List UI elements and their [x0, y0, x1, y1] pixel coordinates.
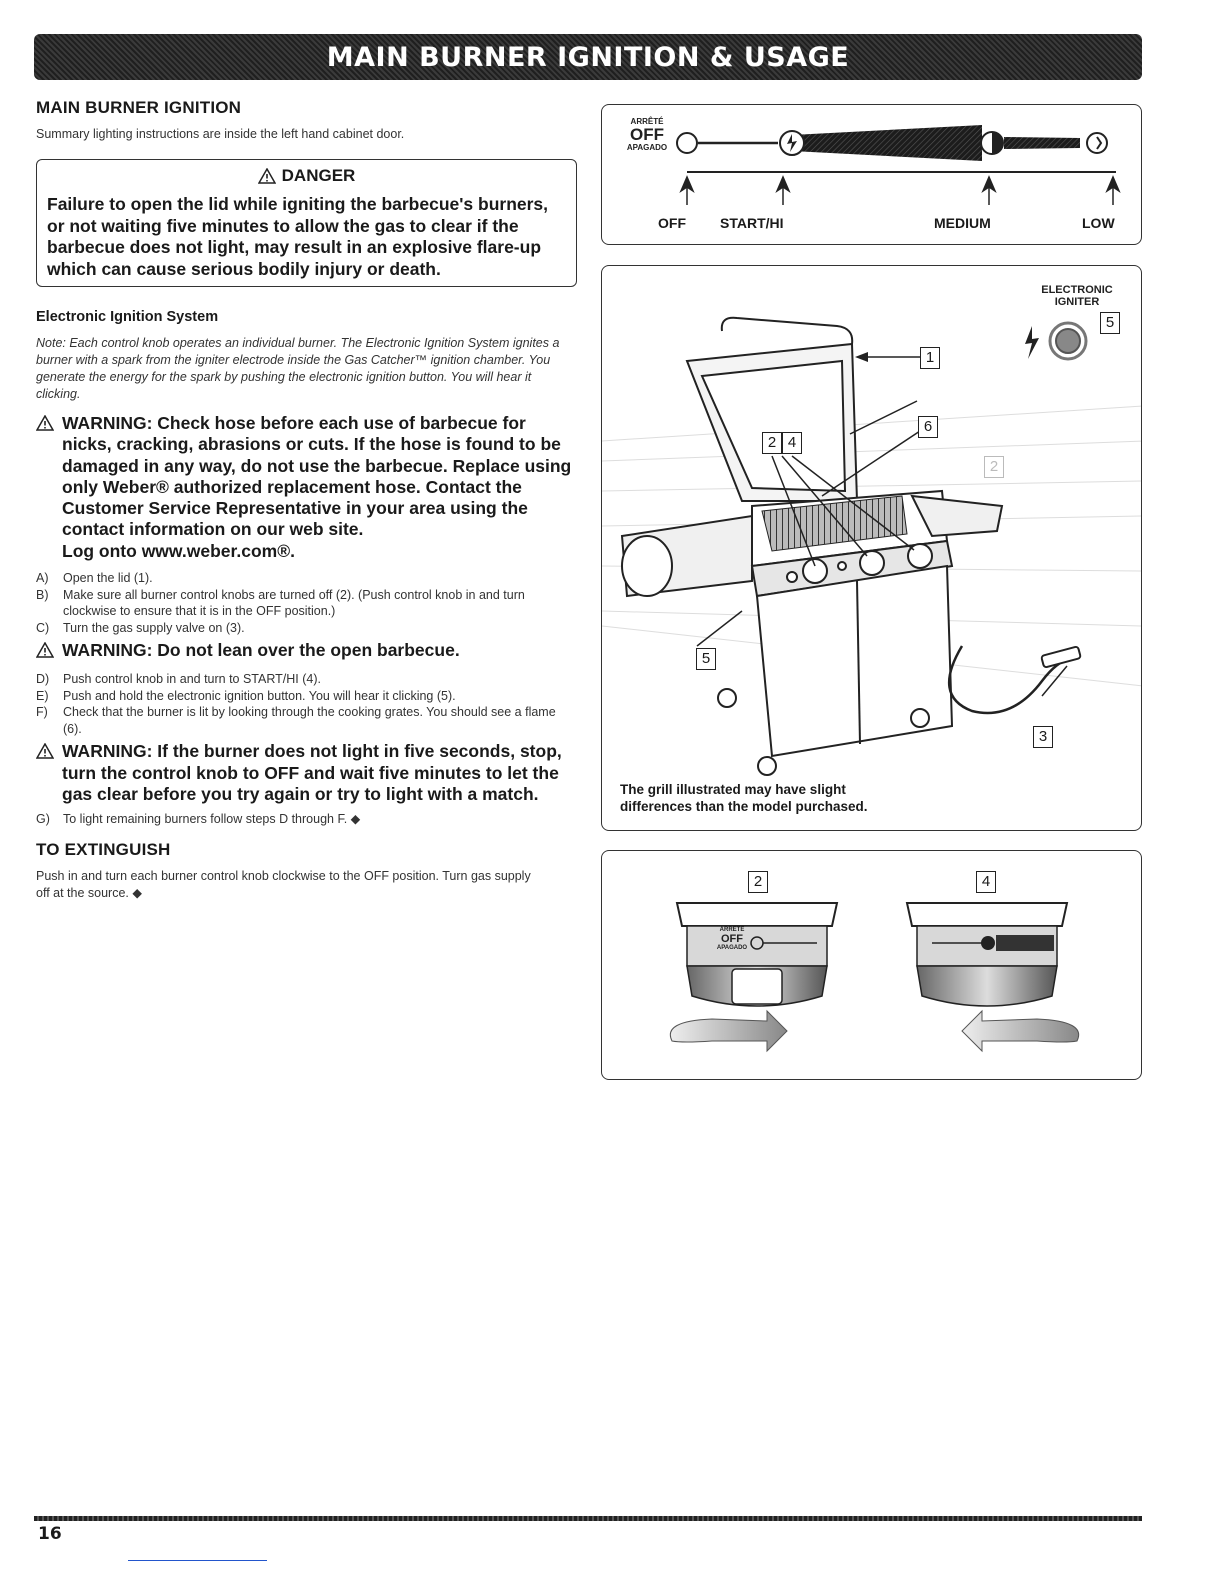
- grill-caption: The grill illustrated may have slight di…: [620, 782, 868, 814]
- knob-off-icon: [675, 902, 839, 1007]
- off-label-es: APAGADO: [626, 143, 668, 152]
- callout-knob-4: 4: [976, 871, 996, 893]
- extinguish-heading: TO EXTINGUISH: [36, 839, 171, 859]
- warning-triangle-icon: [35, 742, 55, 760]
- summary-text: Summary lighting instructions are inside…: [36, 127, 405, 141]
- callout-3: 3: [1033, 726, 1053, 748]
- igniter-label: ELECTRONIC IGNITER: [1041, 284, 1113, 308]
- callout-5-igniter: 5: [1100, 312, 1120, 334]
- dial-label-off: OFF: [658, 215, 686, 231]
- electronic-note: Note: Each control knob operates an indi…: [36, 336, 560, 401]
- no-light-warning: WARNING: If the burner does not light in…: [35, 741, 576, 805]
- callout-4: 4: [782, 432, 802, 454]
- knob-off-label: ARRÊTÉ OFF APAGADO: [716, 927, 748, 951]
- callout-1: 1: [920, 347, 940, 369]
- off-label-stack: ARRÊTÉ OFF APAGADO: [622, 117, 672, 152]
- bottom-link-underline: [128, 1560, 267, 1561]
- callout-6: 6: [918, 416, 938, 438]
- list-item: B)Make sure all burner control knobs are…: [36, 587, 525, 619]
- callout-2-faded: 2: [984, 456, 1004, 478]
- callout-knob-2: 2: [748, 871, 768, 893]
- warning-triangle-icon: [257, 168, 276, 184]
- list-item: G)To light remaining burners follow step…: [36, 812, 361, 827]
- electronic-heading: Electronic Ignition System: [36, 309, 219, 325]
- list-item: F)Check that the burner is lit by lookin…: [36, 705, 556, 736]
- warning-triangle-icon: [35, 641, 55, 658]
- no-light-warning-text: WARNING: If the burner does not light in…: [62, 741, 562, 804]
- off-label: OFF: [630, 125, 664, 144]
- hose-warning: WARNING: Check hose before each use of b…: [35, 413, 576, 562]
- callout-2: 2: [762, 432, 782, 454]
- footer-rule: [34, 1516, 1142, 1521]
- callout-5: 5: [696, 648, 716, 670]
- off-label-fr: ARRÊTÉ: [630, 117, 664, 126]
- dial-scale-graphic: [676, 125, 1121, 205]
- danger-title: DANGER: [281, 166, 356, 185]
- steps-list-a: A)Open the lid (1). B)Make sure all burn…: [36, 570, 576, 636]
- extinguish-text: Push in and turn each burner control kno…: [36, 868, 531, 900]
- danger-title-row: DANGER: [47, 166, 566, 186]
- knob-graphics: [669, 902, 1080, 1053]
- page-banner: MAIN BURNER IGNITION & USAGE: [34, 34, 1142, 80]
- page-title: MAIN BURNER IGNITION & USAGE: [326, 41, 850, 73]
- dial-label-medium: MEDIUM: [934, 215, 991, 231]
- danger-text: Failure to open the lid while igniting t…: [47, 194, 549, 279]
- list-item: A)Open the lid (1).: [36, 571, 153, 586]
- hose-warning-text: WARNING: Check hose before each use of b…: [62, 413, 572, 540]
- ignition-heading: MAIN BURNER IGNITION: [36, 98, 242, 117]
- page-number: 16: [38, 1524, 62, 1544]
- off-circle-icon: [676, 132, 698, 154]
- dial-position-panel: ARRÊTÉ OFF APAGADO OFF START/HI MEDIUM: [601, 104, 1142, 245]
- knob-detail-panel: 2 4 ARRÊTÉ OFF APAGADO: [601, 850, 1142, 1080]
- knob-start-hi-icon: [905, 902, 1069, 1007]
- grill-illustration: [602, 316, 1141, 776]
- igniter-button-icon: [1048, 321, 1088, 361]
- instructions-column: MAIN BURNER IGNITION Summary lighting in…: [35, 98, 577, 902]
- dial-label-low: LOW: [1082, 215, 1115, 231]
- lean-warning-text: WARNING: Do not lean over the open barbe…: [62, 640, 460, 661]
- warning-triangle-icon: [35, 414, 55, 431]
- dial-label-start-hi: START/HI: [720, 215, 784, 231]
- weber-link-text: Log onto www.weber.com®.: [62, 540, 295, 561]
- list-item: C)Turn the gas supply valve on (3).: [36, 620, 245, 635]
- steps-list-c: G)To light remaining burners follow step…: [36, 811, 576, 828]
- low-flame-icon: [1086, 132, 1108, 154]
- spark-icon: [1025, 326, 1039, 359]
- steps-list-b: D)Push control knob in and turn to START…: [36, 671, 576, 737]
- grill-illustration-panel: ELECTRONIC IGNITER 5 1 6 2 4 2 5 3 The g…: [601, 265, 1142, 831]
- lean-warning: WARNING: Do not lean over the open barbe…: [35, 640, 576, 663]
- danger-box: DANGER Failure to open the lid while ign…: [36, 159, 577, 287]
- list-item: D)Push control knob in and turn to START…: [36, 672, 321, 687]
- list-item: E)Push and hold the electronic ignition …: [36, 688, 456, 703]
